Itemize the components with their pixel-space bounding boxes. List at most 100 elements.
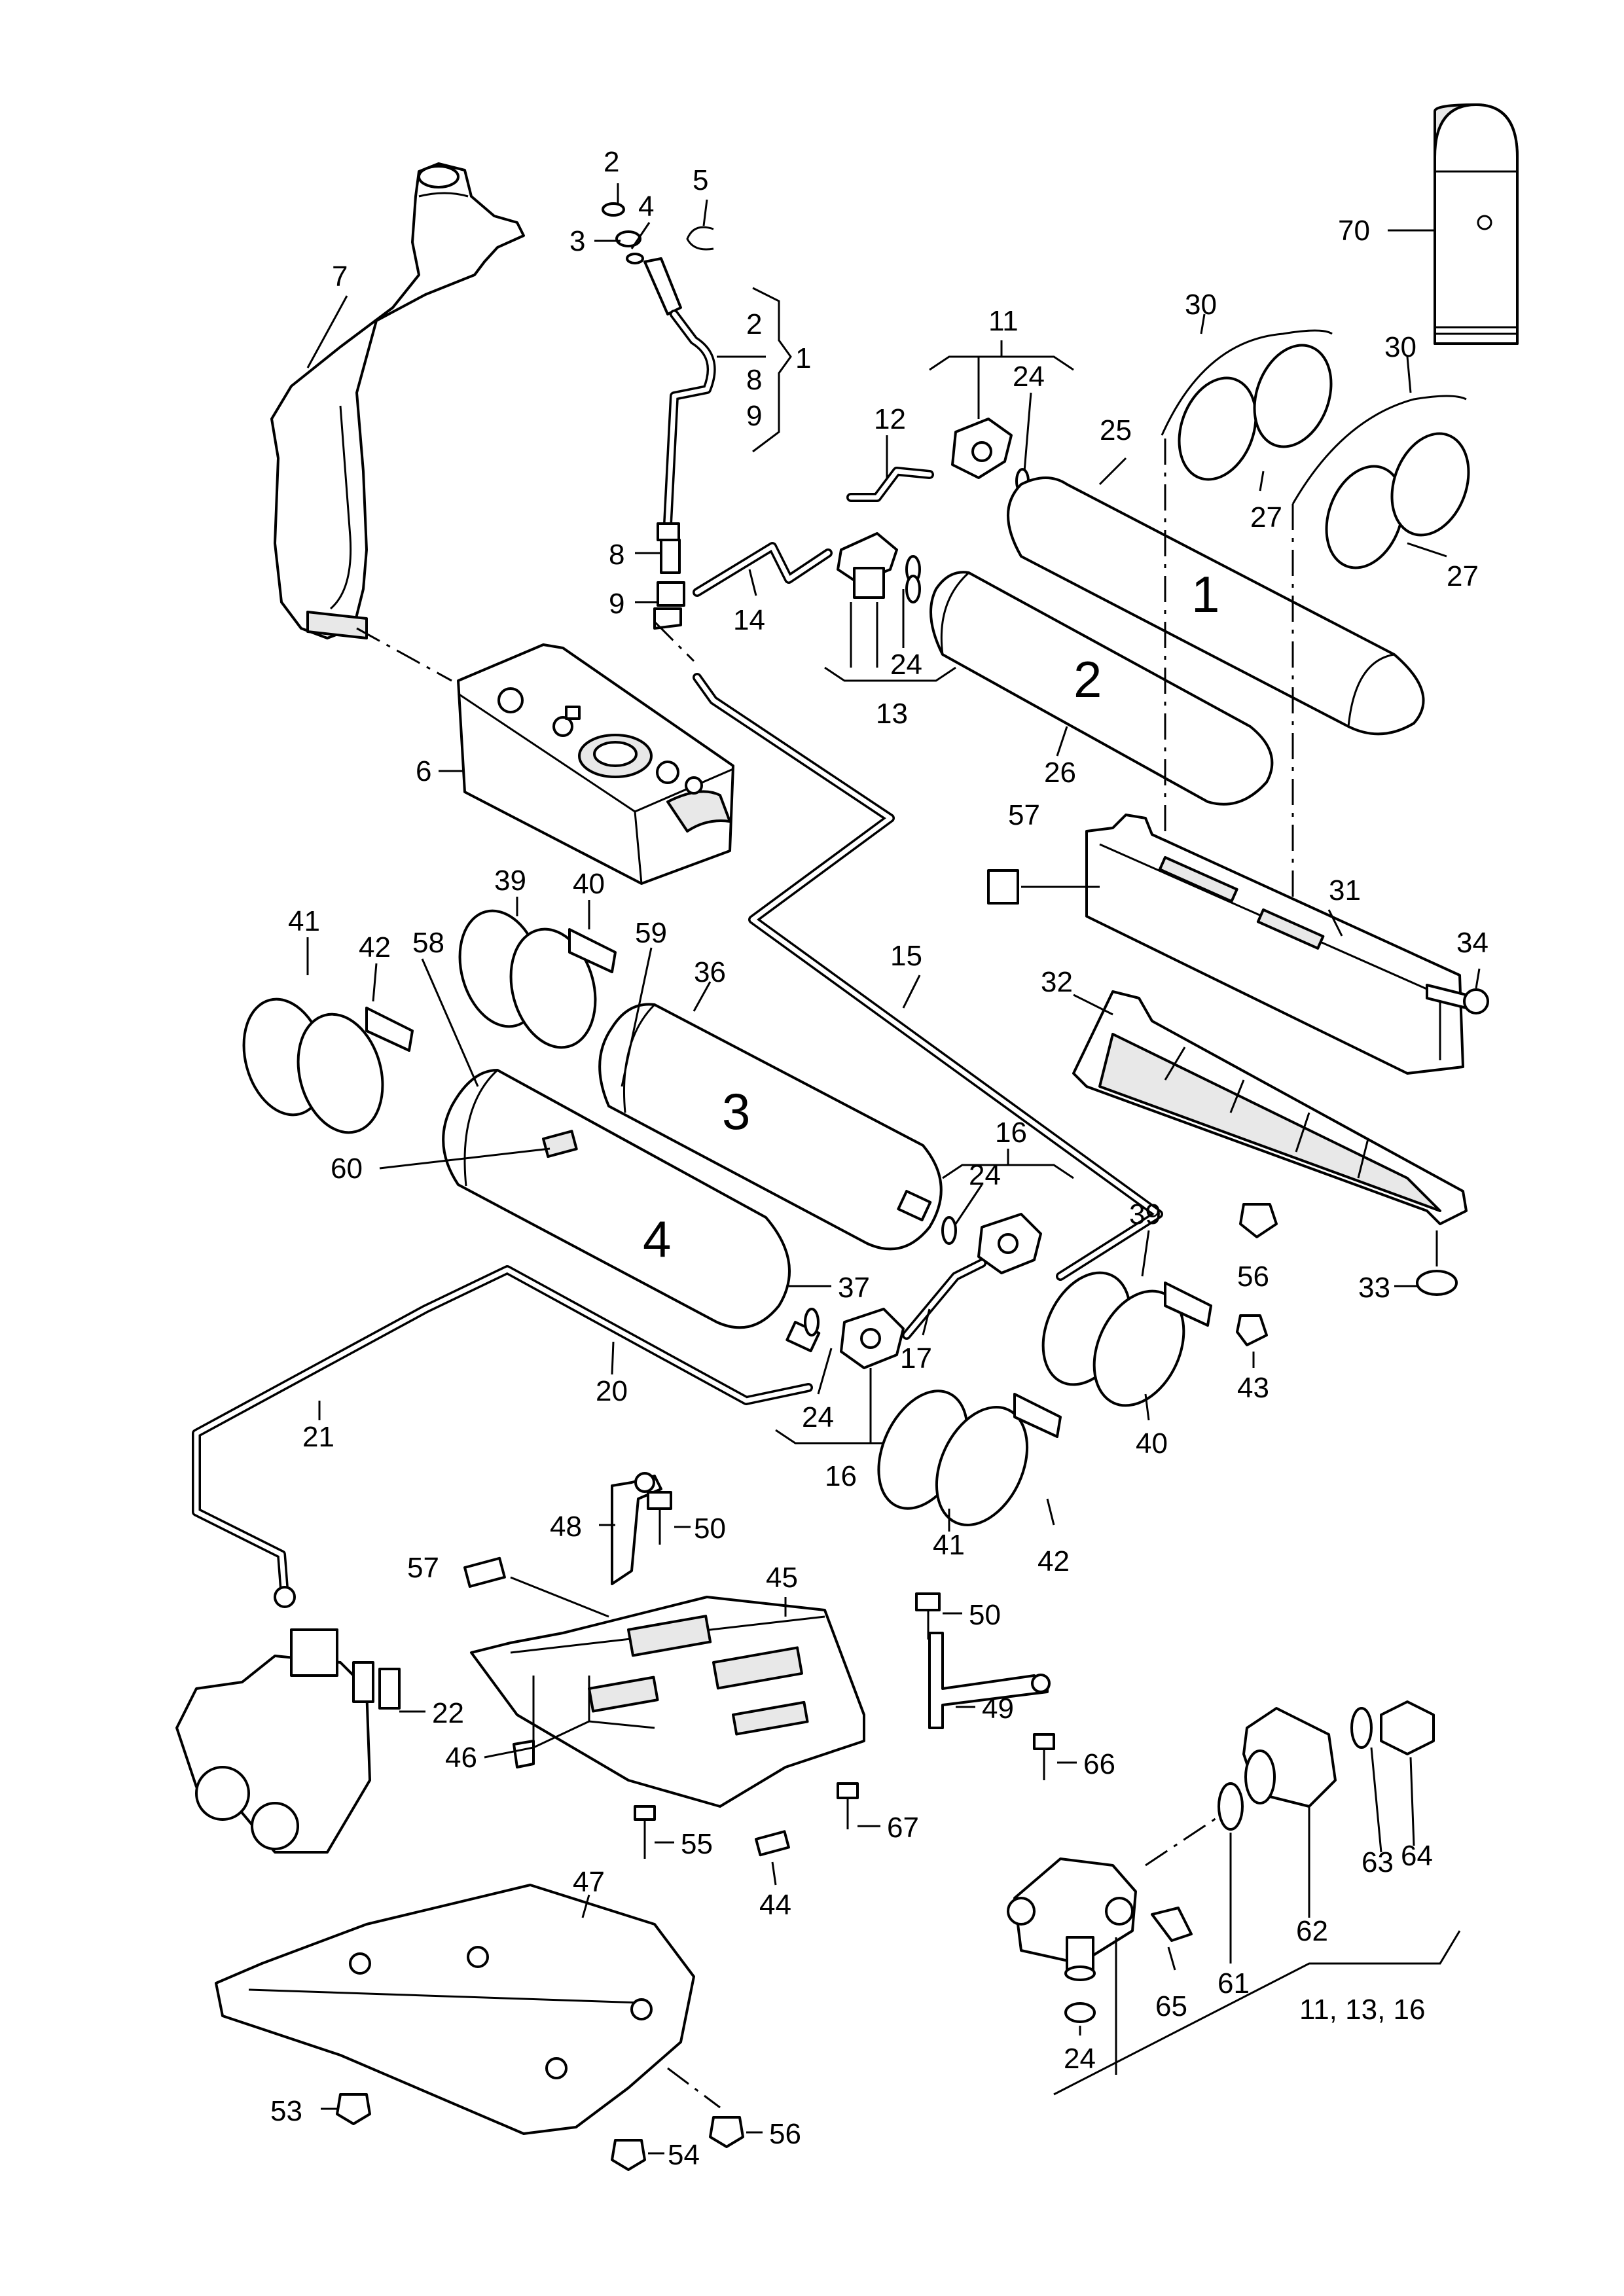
callout-50b: 50: [969, 1599, 1001, 1631]
callout-31: 31: [1329, 874, 1361, 906]
callout-24b: 24: [890, 649, 922, 681]
callout-65: 65: [1155, 1990, 1187, 2022]
seal-61: [1218, 1782, 1244, 1831]
tank-label-1: 1: [1191, 565, 1219, 623]
callout-49: 49: [982, 1693, 1014, 1725]
gas-tank-1: [1007, 476, 1425, 736]
skid-plate-45: [470, 1596, 865, 1808]
callout-40a: 40: [573, 868, 605, 900]
callout-46: 46: [445, 1742, 477, 1774]
callout-43: 43: [1237, 1372, 1269, 1404]
callout-8b: 8: [609, 539, 624, 571]
pad-57: [987, 869, 1019, 905]
pad-57-lower: [463, 1556, 506, 1588]
nut-54: [611, 2139, 646, 2171]
tank-label-2: 2: [1074, 651, 1102, 708]
callout-48: 48: [550, 1511, 582, 1543]
tank-clamps-39-40: [242, 909, 617, 1134]
callout-58: 58: [412, 927, 444, 959]
tank-guard-32: [1072, 990, 1468, 1225]
gas-tank-4: [442, 1069, 821, 1353]
callout-59: 59: [635, 917, 667, 949]
callout-47: 47: [573, 1866, 605, 1898]
bolt-50-upper: [647, 1491, 672, 1545]
callout-16b: 16: [825, 1460, 857, 1492]
callout-8a: 8: [746, 364, 762, 396]
callout-25: 25: [1100, 414, 1132, 446]
callout-16a: 16: [995, 1117, 1027, 1149]
callout-21: 21: [302, 1421, 334, 1453]
callout-27b: 27: [1447, 560, 1479, 592]
callout-24a: 24: [1013, 361, 1045, 393]
callout-39b: 39: [1129, 1198, 1161, 1230]
callout-27a: 27: [1250, 501, 1282, 533]
callout-61: 61: [1218, 1967, 1250, 2000]
bracket-48: [611, 1472, 662, 1585]
gas-bottle-70: [1434, 103, 1519, 345]
underbody-guard-47: [215, 1884, 695, 2135]
callout-67: 67: [887, 1812, 919, 1844]
callout-9b: 9: [609, 588, 624, 620]
nut-53: [336, 2093, 371, 2125]
callout-24e: 24: [1064, 2043, 1096, 2075]
group-label-valves: 11, 13, 16: [1299, 1994, 1425, 2026]
bolt-66: [1033, 1733, 1055, 1780]
valve-11: [951, 418, 1030, 494]
tank-label-3: 3: [722, 1083, 750, 1140]
gas-tank-3: [598, 1003, 943, 1251]
callout-13: 13: [876, 698, 908, 730]
callout-30b: 30: [1384, 331, 1416, 363]
callout-44: 44: [759, 1889, 791, 1921]
tank-label-4: 4: [643, 1210, 671, 1268]
nut-56-lower: [709, 2116, 744, 2148]
clip-46: [513, 1740, 535, 1768]
callout-2a: 2: [604, 146, 619, 178]
bracket-49: [928, 1632, 1051, 1729]
filler-connector-parts: [602, 202, 716, 630]
tank-valve-box-6: [457, 643, 734, 885]
callout-55: 55: [681, 1828, 713, 1860]
gas-tank-2: [905, 571, 1274, 806]
callout-36: 36: [694, 956, 726, 988]
pad-44: [754, 1830, 790, 1857]
callout-20: 20: [596, 1375, 628, 1407]
bolt-50-lower: [915, 1592, 941, 1640]
callout-39a: 39: [494, 865, 526, 897]
callout-34: 34: [1456, 927, 1489, 959]
valve-detail: [1007, 1857, 1193, 2023]
callout-41a: 41: [288, 905, 320, 937]
callout-2b: 2: [746, 308, 762, 340]
callout-6: 6: [416, 755, 431, 787]
callout-42a: 42: [359, 931, 391, 963]
callout-53: 53: [270, 2095, 302, 2127]
callout-50a: 50: [694, 1513, 726, 1545]
callout-42b: 42: [1038, 1545, 1070, 1577]
callout-57b: 57: [407, 1552, 439, 1584]
valve-16-upper: [941, 1213, 1042, 1274]
bolt-33: [1416, 1230, 1458, 1296]
callout-14: 14: [733, 604, 765, 636]
callout-60: 60: [331, 1153, 363, 1185]
bolt-55: [634, 1805, 656, 1859]
callout-15: 15: [890, 940, 922, 972]
callout-4: 4: [638, 190, 654, 223]
callout-24c: 24: [969, 1159, 1001, 1191]
adapter-62: [1242, 1707, 1337, 1808]
seal-63: [1350, 1707, 1373, 1749]
callout-45: 45: [766, 1562, 798, 1594]
tank-clamps-lower: [877, 1271, 1268, 1526]
callout-70: 70: [1338, 215, 1370, 247]
callout-33: 33: [1358, 1272, 1390, 1304]
callout-40b: 40: [1136, 1427, 1168, 1460]
callout-9a: 9: [746, 400, 762, 432]
tank-cradle-31: [1085, 814, 1464, 1075]
callout-57a: 57: [1008, 799, 1040, 831]
callout-12: 12: [874, 403, 906, 435]
callout-56a: 56: [1237, 1261, 1269, 1293]
callout-32: 32: [1041, 966, 1073, 998]
callout-30a: 30: [1185, 289, 1217, 321]
bolt-67: [837, 1782, 859, 1829]
callout-7: 7: [332, 260, 348, 293]
callout-66: 66: [1083, 1748, 1115, 1780]
